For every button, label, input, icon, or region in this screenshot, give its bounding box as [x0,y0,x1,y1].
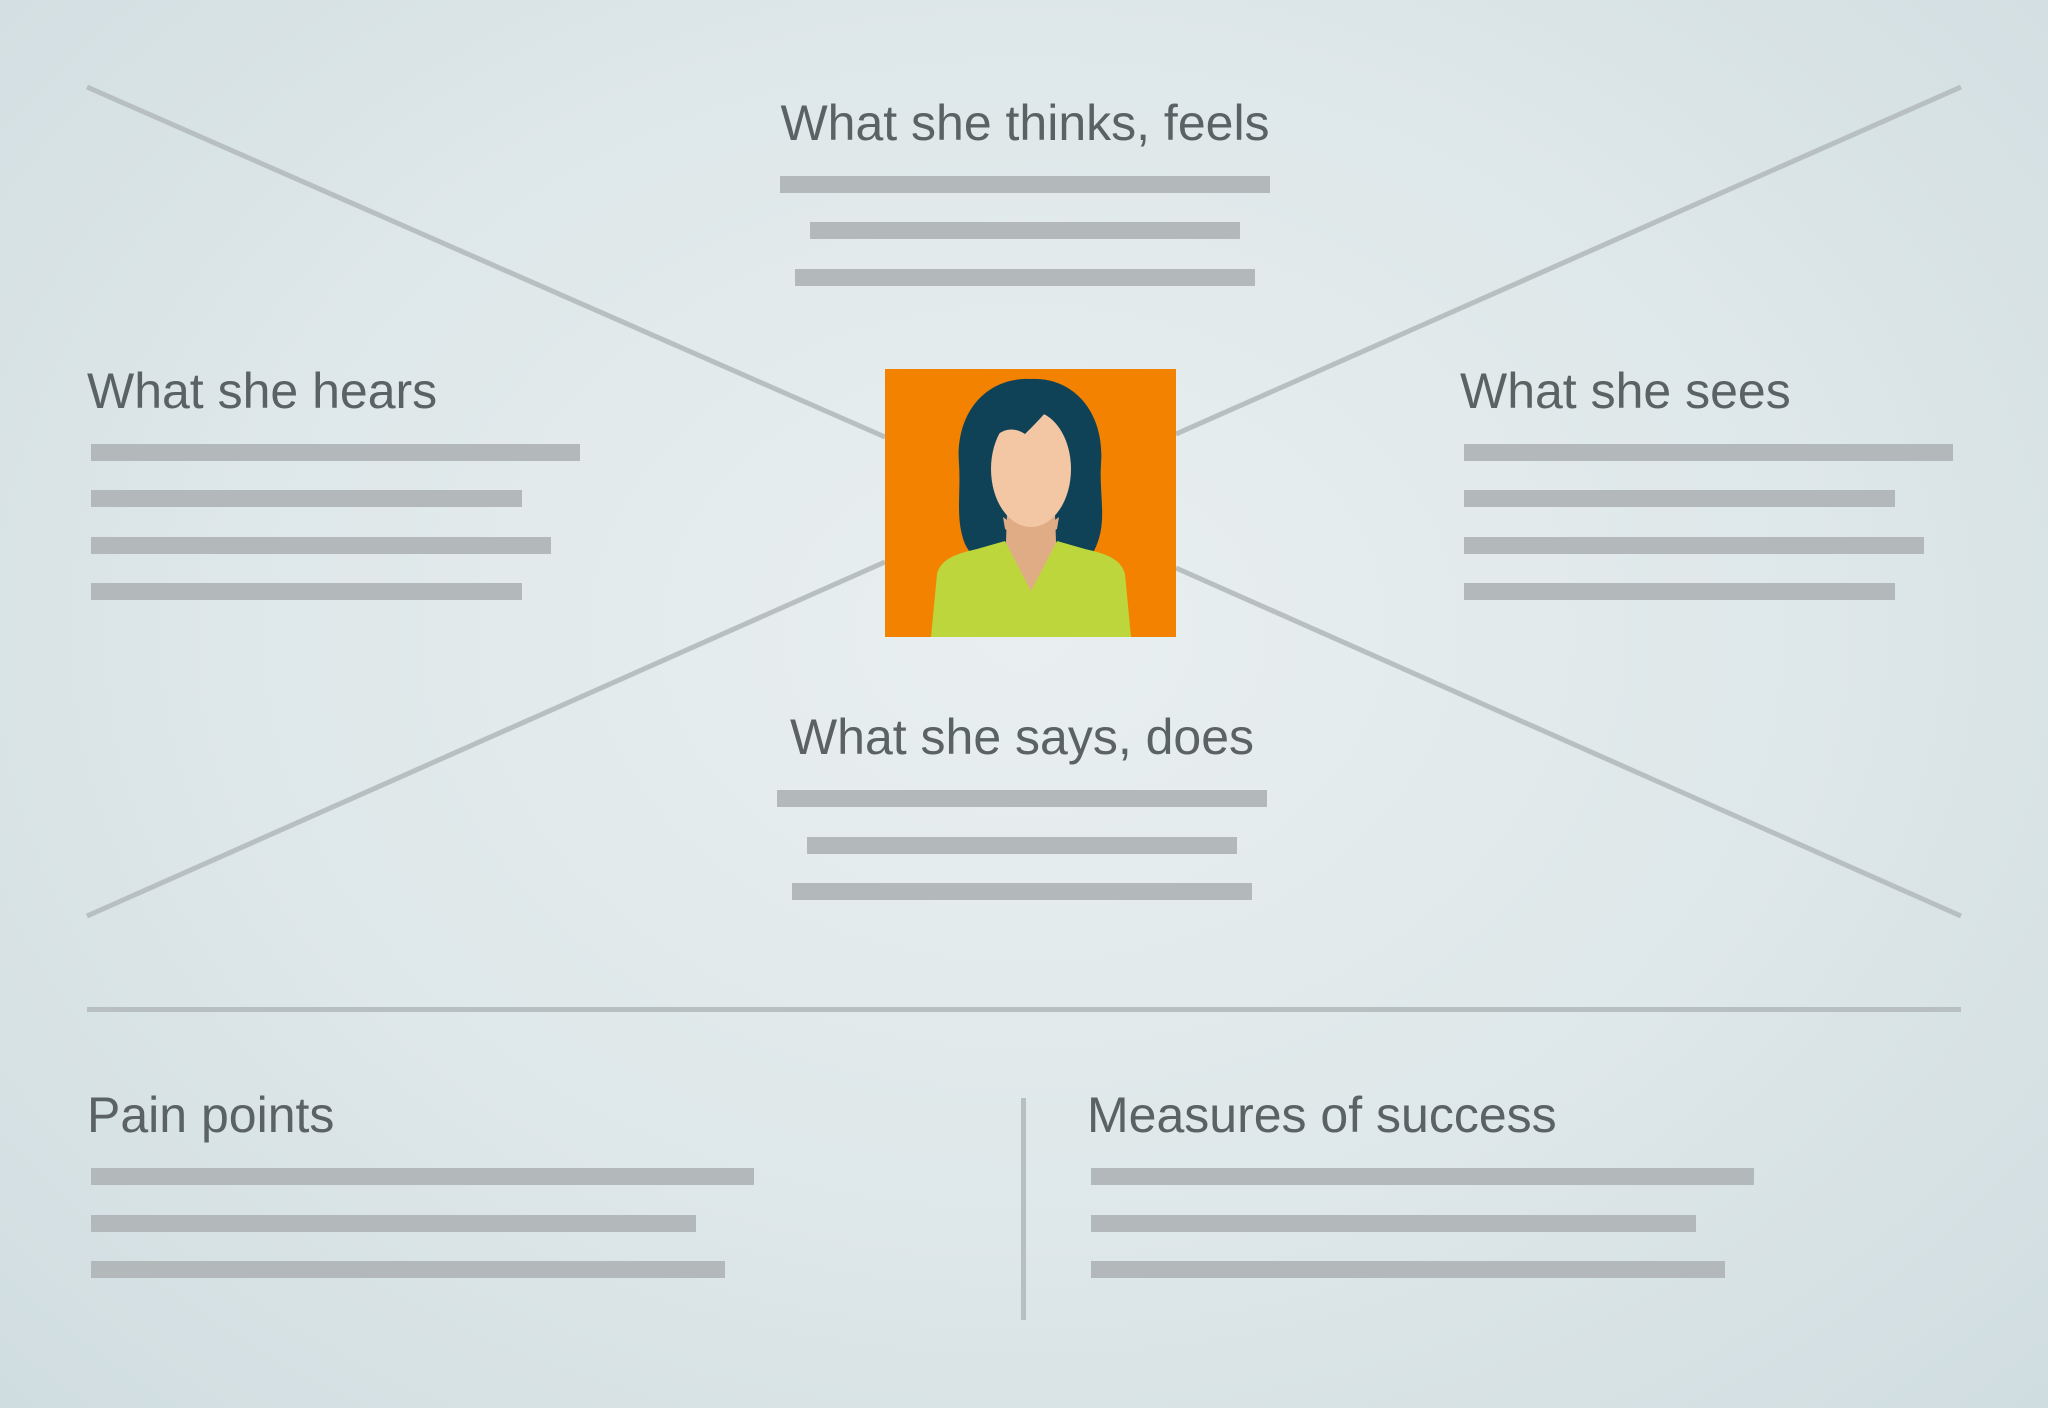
sees-heading: What she sees [1460,363,1791,419]
diagonal-line-bottom-left [85,559,887,919]
says-does-placeholder-line [807,837,1237,854]
avatar-chin-shadow [1003,517,1059,538]
diagonal-line-bottom-right [1174,565,1963,919]
hears-placeholder-line [91,583,522,600]
thinks-feels-placeholder-line [780,176,1270,193]
horizontal-divider [87,1007,1961,1012]
measures-of-success-heading: Measures of success [1087,1087,1557,1143]
sees-placeholder-line [1464,444,1953,461]
measures-of-success-placeholder-line [1091,1215,1696,1232]
pain-points-placeholder-line [91,1215,696,1232]
measures-of-success-placeholder-line [1091,1261,1725,1278]
hears-placeholder-line [91,537,551,554]
pain-points-placeholder-line [91,1168,754,1185]
thinks-feels-placeholder-line [810,222,1240,239]
hears-heading: What she hears [87,363,438,419]
says-does-placeholder-line [777,790,1267,807]
hears-placeholder-line [91,444,580,461]
avatar-face [991,411,1071,527]
avatar-shirt [931,541,1131,637]
measures-of-success-placeholder-line [1091,1168,1754,1185]
sees-placeholder-line [1464,537,1924,554]
sees-placeholder-line [1464,490,1895,507]
pain-points-heading: Pain points [87,1087,335,1143]
thinks-feels-placeholder-line [795,269,1255,286]
diagonal-line-top-right [1174,84,1963,437]
vertical-divider [1021,1098,1026,1320]
thinks-feels-heading: What she thinks, feels [780,95,1270,151]
hears-placeholder-line [91,490,522,507]
says-does-heading: What she says, does [789,709,1255,765]
woman-avatar-icon [885,369,1176,637]
sees-placeholder-line [1464,583,1895,600]
avatar-hair-fringe [977,397,1055,451]
pain-points-placeholder-line [91,1261,725,1278]
diagonal-line-top-left [85,84,887,440]
says-does-placeholder-line [792,883,1252,900]
